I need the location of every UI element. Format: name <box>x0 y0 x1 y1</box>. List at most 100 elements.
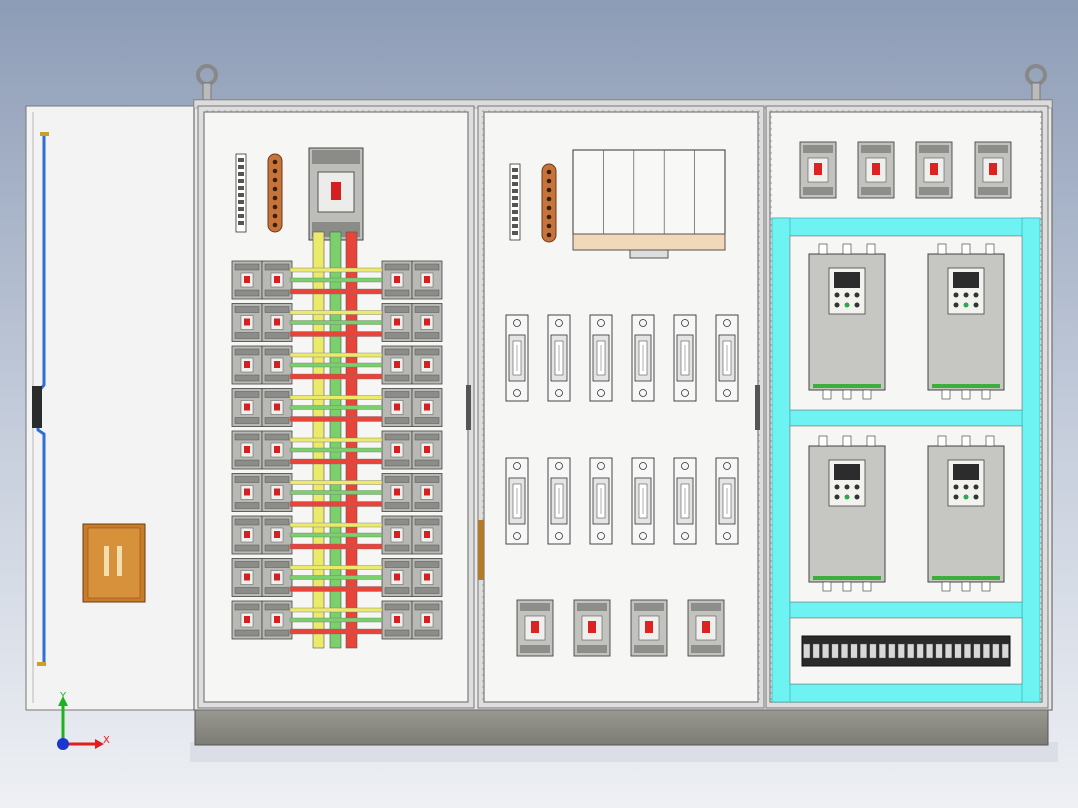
branch-breaker-left <box>261 260 293 300</box>
frequency-drive <box>808 435 886 592</box>
branch-breaker-left <box>261 303 293 342</box>
branch-breaker-left <box>231 558 263 597</box>
branch-breaker-right <box>381 303 413 342</box>
branch-breaker-left <box>261 345 293 385</box>
lifting-eye-right <box>1025 64 1047 103</box>
branch-breaker-left <box>231 430 263 470</box>
terminal-block <box>907 643 915 659</box>
motor-breaker <box>857 141 895 199</box>
cabinet-shadow <box>190 742 1058 762</box>
terminal-strip <box>235 153 247 233</box>
terminal-block <box>982 643 990 659</box>
terminal-block <box>954 643 962 659</box>
axis-x-label: X <box>103 735 110 746</box>
terminal-block <box>822 643 830 659</box>
fuse-holder <box>547 314 571 402</box>
lifting-eye-left <box>196 64 218 103</box>
axis-y-label: Y <box>59 691 67 702</box>
branch-breaker-right <box>411 388 443 427</box>
branch-breaker-left <box>231 515 263 555</box>
coordinate-axis-triad: Y X <box>57 691 110 750</box>
fuse-holder <box>715 314 739 402</box>
branch-breaker-right <box>411 515 443 555</box>
feeder-breaker <box>573 599 611 657</box>
fuse-holder <box>631 457 655 545</box>
branch-breaker-left <box>231 388 263 427</box>
motor-breaker <box>915 141 953 199</box>
terminal-block <box>803 643 811 659</box>
breaker-row <box>231 473 443 512</box>
open-door <box>25 105 199 711</box>
branch-breaker-left <box>261 388 293 427</box>
frequency-drive <box>927 243 1005 400</box>
terminal-block <box>945 643 952 659</box>
branch-breaker-right <box>381 260 413 300</box>
branch-breaker-left <box>261 600 293 640</box>
terminal-block <box>935 643 943 659</box>
main-incoming-breaker <box>308 147 364 241</box>
branch-breaker-left <box>231 600 263 640</box>
section-main-distribution <box>197 105 475 709</box>
breaker-row <box>231 430 443 470</box>
terminal-block <box>831 643 839 659</box>
feeder-breaker <box>687 599 725 657</box>
branch-breaker-left <box>231 345 263 385</box>
terminal-block <box>812 643 820 659</box>
breaker-row <box>231 260 443 300</box>
fuse-holder <box>589 457 613 545</box>
branch-breaker-right <box>381 558 413 597</box>
branch-breaker-right <box>381 430 413 470</box>
switch-disconnector <box>572 149 726 259</box>
document-pocket <box>82 523 146 603</box>
branch-breaker-right <box>381 345 413 385</box>
branch-breaker-left <box>261 473 293 512</box>
terminal-strip <box>509 163 521 241</box>
branch-breaker-right <box>381 388 413 427</box>
terminal-block <box>926 643 934 659</box>
breaker-row <box>231 515 443 555</box>
branch-breaker-right <box>411 430 443 470</box>
branch-breaker-left <box>231 303 263 342</box>
branch-breaker-right <box>381 473 413 512</box>
breaker-row <box>231 558 443 597</box>
fuse-holder <box>631 314 655 402</box>
branch-breaker-left <box>231 473 263 512</box>
branch-breaker-right <box>411 558 443 597</box>
frequency-drive <box>808 243 886 400</box>
terminal-block <box>869 643 877 659</box>
fuse-holder <box>505 457 529 545</box>
terminal-block <box>973 643 981 659</box>
motor-breaker <box>799 141 837 199</box>
breaker-row <box>231 388 443 427</box>
feeder-breaker <box>630 599 668 657</box>
section-fuse-panel <box>466 105 765 709</box>
copper-earth-bar <box>267 153 283 233</box>
branch-breaker-right <box>411 303 443 342</box>
breaker-row <box>231 600 443 640</box>
breaker-row <box>231 345 443 385</box>
branch-breaker-right <box>381 515 413 555</box>
terminal-block <box>850 643 858 659</box>
branch-breaker-right <box>411 345 443 385</box>
copper-earth-bar <box>541 163 557 243</box>
fuse-holder <box>505 314 529 402</box>
fuse-holder <box>673 457 697 545</box>
motor-breaker <box>974 141 1012 199</box>
frequency-drive <box>927 435 1005 592</box>
branch-breaker-left <box>231 260 263 300</box>
terminal-block <box>888 643 896 659</box>
fuse-holder <box>547 457 571 545</box>
terminal-block <box>916 643 924 659</box>
branch-breaker-left <box>261 515 293 555</box>
breaker-row <box>231 303 443 342</box>
branch-breaker-left <box>261 558 293 597</box>
terminal-block-rail <box>801 635 1011 667</box>
terminal-block <box>878 643 886 659</box>
terminal-block <box>897 643 905 659</box>
terminal-block <box>841 643 848 659</box>
fuse-holder <box>673 314 697 402</box>
branch-breaker-right <box>381 600 413 640</box>
terminal-block <box>860 643 867 659</box>
feeder-breaker <box>516 599 554 657</box>
